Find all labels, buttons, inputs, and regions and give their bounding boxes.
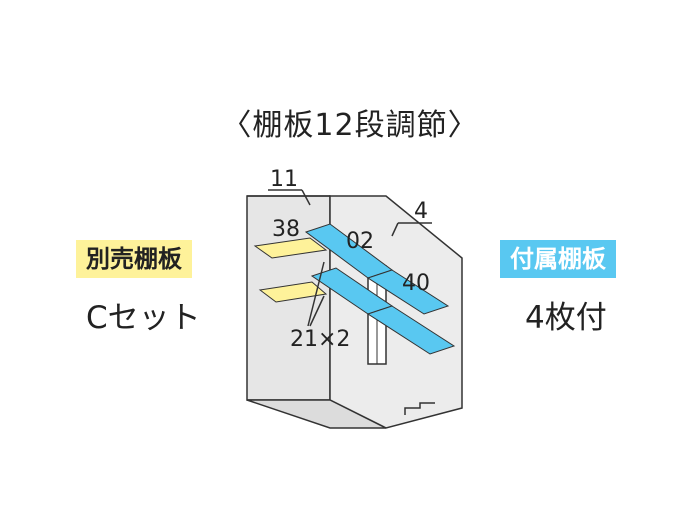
door-marker <box>404 402 435 415</box>
leader-21x2-b <box>309 295 325 327</box>
page-title: 〈棚板12段調節〉 <box>221 108 479 143</box>
dimension-label-21x2: 21×2 <box>290 327 350 352</box>
dimension-label-02: 02 <box>346 229 374 254</box>
dimension-label-38: 38 <box>272 217 300 242</box>
dimension-label-40: 40 <box>402 271 430 296</box>
leader-21x2-a <box>307 261 325 327</box>
optional-shelf-badge: 別売棚板 <box>76 240 192 278</box>
included-shelf-top-right <box>366 269 450 315</box>
optional-shelf-upper <box>253 237 328 259</box>
included-shelf-badge: 付属棚板 <box>500 240 616 278</box>
included-shelf-count: 4枚付 <box>525 300 607 336</box>
shed-floor <box>246 399 387 429</box>
optional-shelf-lower <box>258 281 328 303</box>
dimension-label-11: 11 <box>270 167 298 192</box>
included-shelf-bottom-right <box>366 305 456 355</box>
optional-shelf-set: Cセット <box>86 300 201 336</box>
dimension-label-4: 4 <box>414 199 428 224</box>
